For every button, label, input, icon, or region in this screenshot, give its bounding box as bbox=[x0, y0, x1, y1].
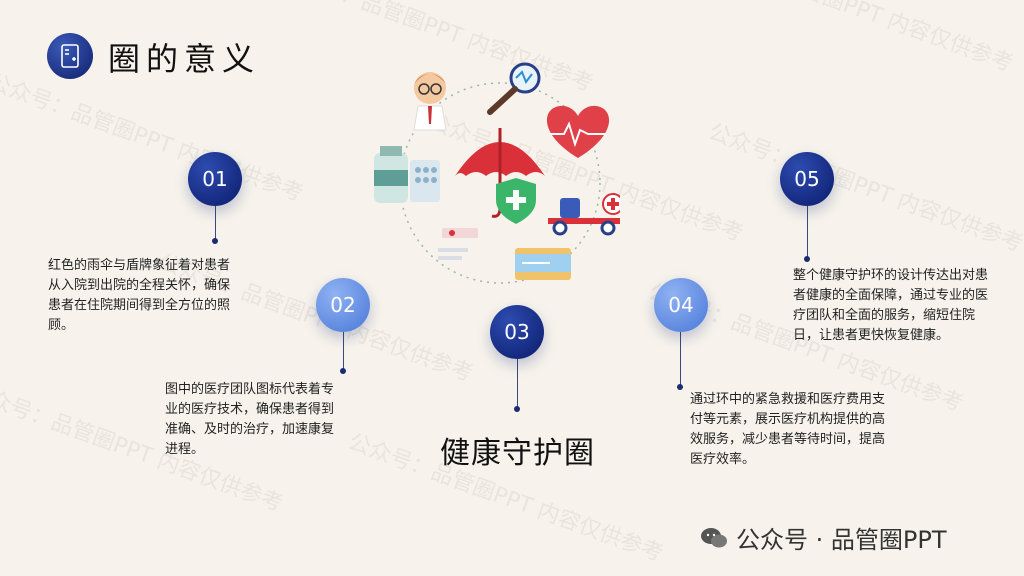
point-01-text: 红色的雨伞与盾牌象征着对患者从入院到出院的全程关怀，确保患者在住院期间得到全方位… bbox=[48, 258, 231, 333]
health-circle-illustration bbox=[374, 62, 620, 284]
connector-line bbox=[680, 331, 681, 386]
step-number-03: 03 bbox=[490, 305, 544, 359]
connector-dot bbox=[340, 368, 346, 374]
footer-account: 公众号 · 品管圈PPT bbox=[700, 520, 947, 555]
connector-line bbox=[517, 359, 518, 408]
point-02-text: 图中的医疗团队图标代表着专业的医疗技术，确保患者得到准确、及时的治疗，加速康复进… bbox=[165, 382, 335, 457]
medical-card-icon bbox=[515, 248, 571, 280]
step-number-04: 04 bbox=[654, 278, 708, 332]
heart-icon bbox=[546, 105, 610, 158]
shield-icon bbox=[496, 178, 536, 224]
watermark: 公众号：品管圈PPT 内容仅供参考 bbox=[0, 69, 307, 208]
wechat-icon bbox=[700, 526, 728, 550]
connector-dot bbox=[804, 256, 810, 262]
point-05-text: 整个健康守护环的设计传达出对患者健康的全面保障，通过专业的医疗团队和全面的服务，… bbox=[793, 268, 989, 343]
doctor-icon bbox=[413, 72, 447, 131]
step-number-02: 02 bbox=[316, 278, 370, 332]
medicine-bottles-icon bbox=[374, 146, 440, 203]
footer-text: 公众号 · 品管圈PPT bbox=[736, 526, 947, 554]
prescription-icon bbox=[438, 228, 478, 260]
watermark: 公众号：品管圈PPT 内容仅供参考 bbox=[704, 119, 1024, 258]
connector-dot bbox=[677, 384, 683, 390]
step-number-01: 01 bbox=[188, 152, 242, 206]
step-number-05: 05 bbox=[780, 152, 834, 206]
connector-line bbox=[343, 332, 344, 370]
ambulance-icon bbox=[548, 193, 620, 236]
center-title: 健康守护圈 bbox=[440, 436, 595, 471]
watermark: 公众号：品管圈PPT 内容仅供参考 bbox=[694, 0, 1017, 78]
point-04-text: 通过环中的紧急救援和医疗费用支付等元素，展示医疗机构提供的高效服务，减少患者等待… bbox=[690, 392, 886, 467]
connector-dot bbox=[212, 238, 218, 244]
connector-dot bbox=[514, 406, 520, 412]
title-badge-icon bbox=[47, 33, 93, 79]
page-title: 圈的意义 bbox=[108, 40, 261, 78]
connector-line bbox=[215, 206, 216, 240]
connector-line bbox=[807, 206, 808, 258]
magnifier-icon bbox=[487, 62, 541, 115]
